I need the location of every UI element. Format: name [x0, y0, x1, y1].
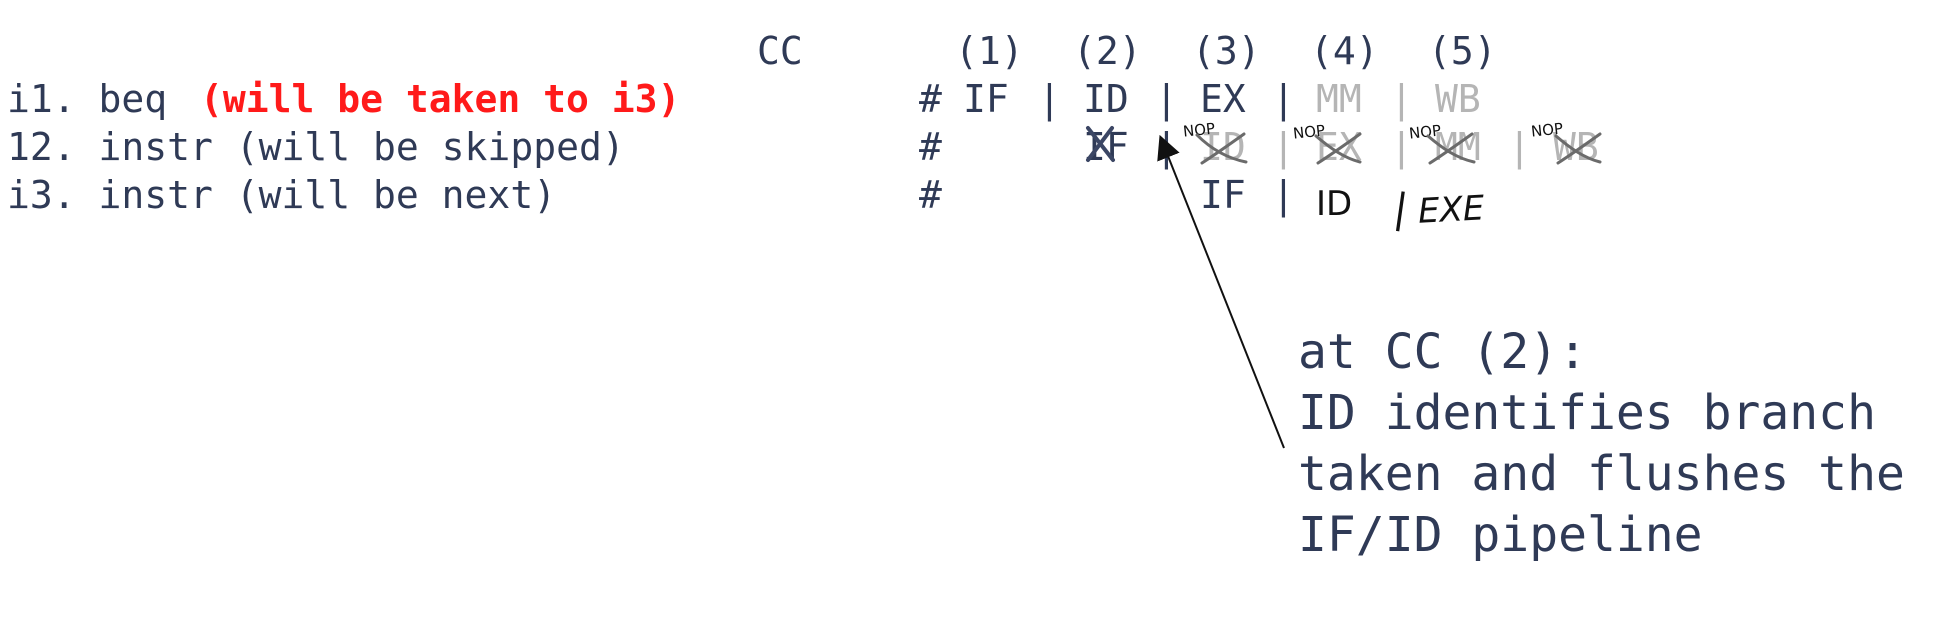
row-2-sep: | — [1272, 125, 1295, 169]
cycle-3-header: (3) — [1192, 29, 1261, 73]
cycle-4-header: (4) — [1310, 29, 1379, 73]
row-1-hash: # — [919, 77, 942, 121]
row-2-sep: | — [1155, 125, 1178, 169]
row-1-stage-wb: WB — [1435, 77, 1481, 121]
row-1-label: i1. beq — [7, 77, 168, 121]
row-3-hash: # — [919, 173, 942, 217]
row-1-sep: | — [1390, 77, 1413, 121]
row-1-stage-ex: EX — [1200, 77, 1246, 121]
row-2-hash: # — [919, 125, 942, 169]
row-3-label: i3. instr (will be next) — [7, 173, 557, 217]
row-1-note: (will be taken to i3) — [200, 77, 681, 121]
row-2-stage-mm: MM — [1435, 125, 1481, 169]
annotation-line-3: taken and flushes the — [1298, 446, 1905, 502]
row-2-label: 12. instr (will be skipped) — [7, 125, 625, 169]
handwritten-id-stage: ID — [1316, 184, 1353, 224]
handwritten-nop-2: NOP — [1292, 121, 1326, 143]
row-2-stage-if: IF — [1083, 125, 1129, 169]
cycle-5-header: (5) — [1428, 29, 1497, 73]
row-2-sep: | — [1390, 125, 1413, 169]
annotation-line-1: at CC (2): — [1298, 324, 1587, 380]
row-1-stage-if: IF — [963, 77, 1009, 121]
handwritten-nop-4: NOP — [1530, 119, 1564, 141]
row-1-sep: | — [1272, 77, 1295, 121]
cc-header-label: CC — [757, 29, 803, 73]
row-1-stage-mm: MM — [1316, 77, 1362, 121]
handwritten-separator: | — [1390, 185, 1411, 233]
handwritten-exe-stage: EXE — [1416, 188, 1486, 232]
cycle-2-header: (2) — [1073, 29, 1142, 73]
row-1-sep: | — [1155, 77, 1178, 121]
cycle-1-header: (1) — [955, 29, 1024, 73]
handwritten-nop-3: NOP — [1408, 121, 1442, 143]
row-1-sep: | — [1038, 77, 1061, 121]
handwritten-nop-1: NOP — [1182, 119, 1216, 141]
row-2-sep: | — [1508, 125, 1531, 169]
row-3-stage-if: IF — [1200, 173, 1246, 217]
row-3-sep: | — [1272, 173, 1295, 217]
annotation-line-2: ID identifies branch — [1298, 385, 1876, 441]
row-1-stage-id: ID — [1083, 77, 1129, 121]
annotation-line-4: IF/ID pipeline — [1298, 507, 1703, 563]
